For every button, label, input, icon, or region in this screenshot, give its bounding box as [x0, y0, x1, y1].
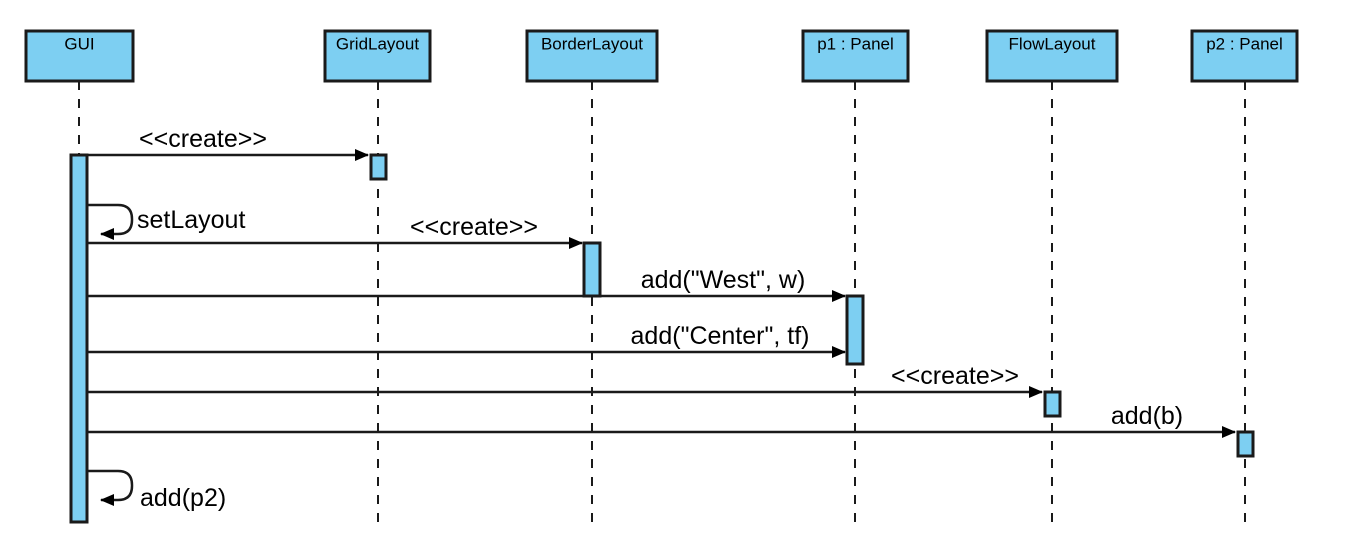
activation-bar-p1panel[interactable] [845, 294, 865, 366]
message-m4[interactable]: add("West", w) [87, 266, 846, 302]
message-m7[interactable]: add(b) [87, 402, 1236, 438]
activation-bars-layer [69, 153, 1255, 524]
lifeline-header-box[interactable] [1190, 29, 1299, 83]
message-m8[interactable]: add(p2) [87, 469, 226, 512]
message-m3[interactable]: <<create>> [87, 213, 583, 249]
lifeline-p2panel[interactable]: p2 : Panel [1190, 29, 1299, 528]
lifeline-label: BorderLayout [541, 34, 643, 53]
activation-bar-p2panel[interactable] [1236, 430, 1255, 458]
lifeline-label: p2 : Panel [1206, 34, 1283, 53]
message-label: <<create>> [410, 213, 538, 241]
lifeline-gui[interactable]: GUI [24, 29, 135, 528]
message-label: <<create>> [891, 362, 1019, 390]
lifeline-p1panel[interactable]: p1 : Panel [801, 29, 910, 528]
self-message-arrow [87, 469, 134, 506]
message-label: add(b) [1111, 402, 1183, 430]
activation-bar-borderlayout[interactable] [582, 241, 602, 298]
message-label: <<create>> [139, 125, 267, 153]
lifeline-label: FlowLayout [1009, 34, 1096, 53]
lifeline-header-box[interactable] [801, 29, 910, 83]
messages-layer: <<create>> setLayout <<create>> add("West",… [79, 125, 1236, 512]
self-message-arrow [87, 203, 134, 240]
lifeline-header-box[interactable] [24, 29, 135, 83]
lifeline-label: GridLayout [336, 34, 419, 53]
message-m5[interactable]: add("Center", tf) [87, 322, 846, 358]
activation-bar-gui[interactable] [69, 153, 89, 524]
message-m6[interactable]: <<create>> [87, 362, 1043, 398]
message-m1[interactable]: <<create>> [79, 125, 369, 161]
lifeline-label: GUI [64, 34, 94, 53]
message-label: add("West", w) [641, 266, 806, 294]
lifeline-gridlayout[interactable]: GridLayout [323, 29, 432, 528]
message-m2[interactable]: setLayout [87, 203, 245, 240]
lifeline-header-box[interactable] [323, 29, 432, 83]
lifeline-label: p1 : Panel [817, 34, 894, 53]
message-label: setLayout [137, 206, 245, 234]
lifeline-header-box[interactable] [985, 29, 1119, 83]
lifeline-header-box[interactable] [525, 29, 659, 83]
message-label: add(p2) [140, 484, 226, 512]
lifelines-layer: GUI GridLayout BorderLayout p1 : Panel FlowL… [24, 29, 1299, 528]
lifeline-flowlayout[interactable]: FlowLayout [985, 29, 1119, 528]
lifeline-borderlayout[interactable]: BorderLayout [525, 29, 659, 528]
activation-bar-flowlayout[interactable] [1043, 390, 1062, 418]
activation-bar-gridlayout[interactable] [369, 153, 388, 181]
message-label: add("Center", tf) [631, 322, 810, 350]
